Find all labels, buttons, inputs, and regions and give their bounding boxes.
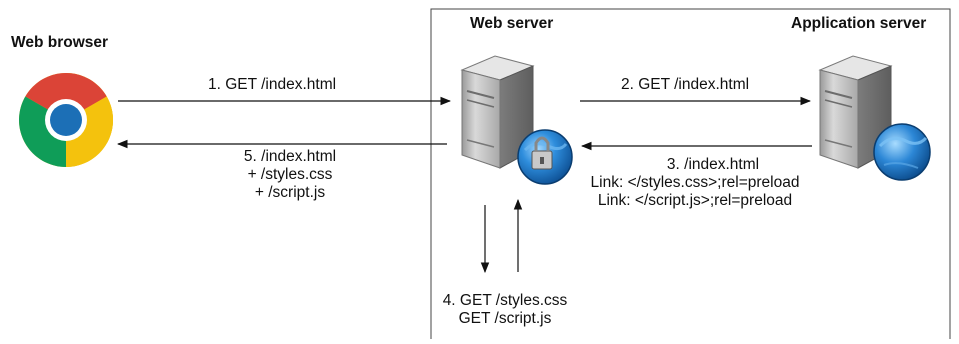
web-browser-label: Web browser: [11, 34, 109, 51]
message-2-label: 2. GET /index.html: [621, 76, 750, 93]
message-1-label: 1. GET /index.html: [208, 76, 337, 93]
application-server-icon: [818, 55, 893, 169]
message-4-label: 4. GET /styles.css GET /script.js: [420, 292, 590, 328]
message-5-line-1: 5. /index.html: [243, 148, 337, 165]
server-zone-boundary: [430, 8, 951, 339]
lock-globe-icon: [517, 129, 573, 185]
globe-icon: [873, 123, 931, 181]
message-3-line-1: 3. /index.html: [666, 156, 760, 173]
message-5-line-3: + /script.js: [254, 184, 326, 201]
message-4-line-2: GET /script.js: [458, 310, 552, 327]
message-4-line-1: 4. GET /styles.css: [442, 292, 568, 309]
web-server-label: Web server: [470, 15, 554, 32]
message-3-line-2: Link: </styles.css>;rel=preload: [590, 174, 800, 191]
message-3-label: 3. /index.html Link: </styles.css>;rel=p…: [565, 156, 825, 210]
message-5-line-2: + /styles.css: [247, 166, 333, 183]
message-5-label: 5. /index.html + /styles.css + /script.j…: [210, 148, 370, 202]
message-3-line-3: Link: </script.js>;rel=preload: [597, 192, 793, 209]
application-server-label: Application server: [791, 15, 927, 32]
chrome-browser-icon: [19, 73, 113, 167]
